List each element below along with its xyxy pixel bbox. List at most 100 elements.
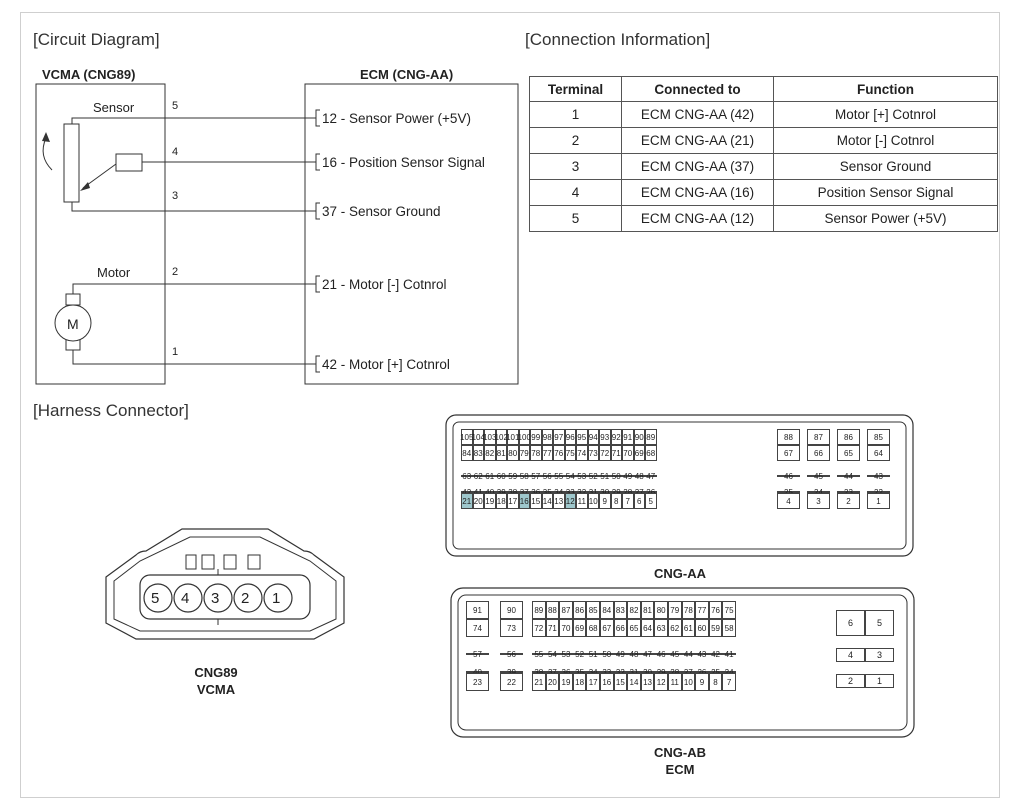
- cng-aa-pin: 30: [599, 487, 611, 497]
- cng-aa-pin: 7: [622, 493, 634, 509]
- cng-ab-pin: 18: [572, 673, 587, 691]
- cng-aa-pin: 32: [576, 487, 588, 497]
- table-header-row: Terminal Connected to Function: [529, 76, 998, 102]
- cng-ab-pin: 12: [654, 673, 668, 691]
- cng-ab-pin: 69: [572, 619, 587, 637]
- cng-aa-pin: 42: [461, 487, 473, 497]
- ecm-bracket-21: [315, 275, 320, 293]
- sensor-body: [115, 153, 143, 172]
- motor-brush-top: [65, 293, 81, 306]
- cng-ab-outline: [450, 587, 915, 738]
- cng-aa-pin: 14: [541, 493, 553, 509]
- vcma-pin-label: 1: [172, 346, 179, 358]
- cng-ab-pin: 61: [681, 619, 696, 637]
- cng-ab-pin: 64: [640, 619, 655, 637]
- cng-aa-pin: 4: [777, 493, 800, 509]
- cng-ab-pin: 70: [559, 619, 573, 637]
- cng-aa-pin: 98: [541, 429, 553, 445]
- cell-terminal: 4: [529, 179, 622, 206]
- cng-ab-pin: 26: [695, 668, 709, 677]
- latch-tab: [223, 554, 237, 570]
- ecm-bracket-42: [315, 355, 320, 373]
- cng-ab-pin: 81: [640, 601, 655, 619]
- cell-function: Sensor Ground: [773, 153, 998, 180]
- cng-aa-pin: 3: [807, 493, 830, 509]
- cng-ab-pin: 24: [722, 668, 736, 677]
- wire-pin1: [72, 350, 316, 365]
- cng-ab-pin: 27: [681, 668, 696, 677]
- cng-aa-pin: 101: [506, 429, 519, 445]
- header-function: Function: [773, 76, 998, 102]
- cng-ab-pin: 55: [532, 650, 546, 659]
- cng-ab-pin: 90: [500, 601, 523, 619]
- cng-aa-pin: 28: [622, 487, 634, 497]
- table-row: 4 ECM CNG-AA (16) Position Sensor Signal: [529, 179, 998, 206]
- cng-ab-pin: 16: [599, 673, 614, 691]
- cng-aa-pin: 13: [553, 493, 565, 509]
- vcma-pin-label: 5: [172, 100, 179, 112]
- cng-ab-pin: 2: [836, 674, 865, 688]
- cng-ab-pin: 3: [865, 648, 894, 662]
- vcma-pin-4: 4: [181, 590, 190, 607]
- cng-aa-pin: 11: [576, 493, 588, 509]
- cng-aa-pin: 49: [622, 471, 634, 481]
- ecm-bracket-16: [315, 153, 320, 171]
- cell-terminal: 5: [529, 205, 622, 232]
- cng-ab-pin: 52: [572, 650, 587, 659]
- cng-aa-pin: 92: [610, 429, 622, 445]
- cng-ab-pin: 45: [667, 650, 682, 659]
- circuit-diagram-title: [Circuit Diagram]: [33, 30, 160, 49]
- cell-terminal: 2: [529, 127, 622, 154]
- cng-ab-pin: 32: [613, 668, 628, 677]
- cng-ab-pin: 34: [586, 668, 600, 677]
- cng-ab-pin: 71: [545, 619, 560, 637]
- pin-circle: [173, 583, 203, 613]
- cng-ab-pin: 22: [500, 673, 523, 691]
- cng-aa-pin: 60: [495, 471, 507, 481]
- cng-ab-pin: 28: [667, 668, 682, 677]
- cng-ab-pin: 9: [695, 673, 709, 691]
- cng-aa-pin: 45: [807, 472, 830, 481]
- cng-aa-outline: [445, 414, 914, 557]
- vcma-pin-5: 5: [151, 590, 160, 607]
- cng-ab-pin: 60: [695, 619, 709, 637]
- cng-ab-pin: 67: [599, 619, 614, 637]
- cng-ab-pin: 89: [532, 601, 546, 619]
- cng-aa-pin: 23: [837, 488, 860, 497]
- cng-aa-pin: 61: [484, 471, 496, 481]
- cng-aa-pin: 27: [633, 487, 645, 497]
- cng-aa-pin: 37: [518, 487, 530, 497]
- cng-aa-pin: 35: [541, 487, 553, 497]
- cng-ab-pin: 54: [545, 650, 560, 659]
- cng-aa-pin: 73: [587, 445, 599, 461]
- cng-aa-pin: 67: [777, 445, 800, 461]
- cng-ab-caption-line2: ECM: [665, 762, 695, 777]
- cng-ab-pin: 15: [613, 673, 628, 691]
- cell-connected-to: ECM CNG-AA (16): [621, 179, 774, 206]
- ecm-pin-label: 37 - Sensor Ground: [322, 204, 441, 219]
- connection-table: Terminal Connected to Function 1 ECM CNG…: [529, 76, 998, 232]
- cng-ab-pin: 76: [708, 601, 723, 619]
- cng-ab-pin: 33: [599, 668, 614, 677]
- connection-info-title: [Connection Information]: [525, 30, 711, 49]
- cng-aa-pin: 15: [530, 493, 542, 509]
- cng-ab-pin: 49: [613, 650, 628, 659]
- rotation-arrowhead: [42, 132, 50, 142]
- ecm-pin-label: 16 - Position Sensor Signal: [322, 155, 485, 170]
- sensor-label: Sensor: [93, 100, 135, 115]
- cell-terminal: 1: [529, 101, 622, 128]
- cng-ab-pin: 35: [572, 668, 587, 677]
- cng-aa-pin: 71: [610, 445, 622, 461]
- cng-aa-pin: 10: [587, 493, 599, 509]
- cng-ab-pin: 77: [695, 601, 709, 619]
- cng-ab-pin: 82: [627, 601, 641, 619]
- latch-tab: [185, 554, 197, 570]
- cng-aa-pin: 46: [777, 472, 800, 481]
- cng-aa-pin: 43: [867, 472, 890, 481]
- cng-aa-pin: 47: [645, 471, 657, 481]
- cng-aa-pin: 24: [807, 488, 830, 497]
